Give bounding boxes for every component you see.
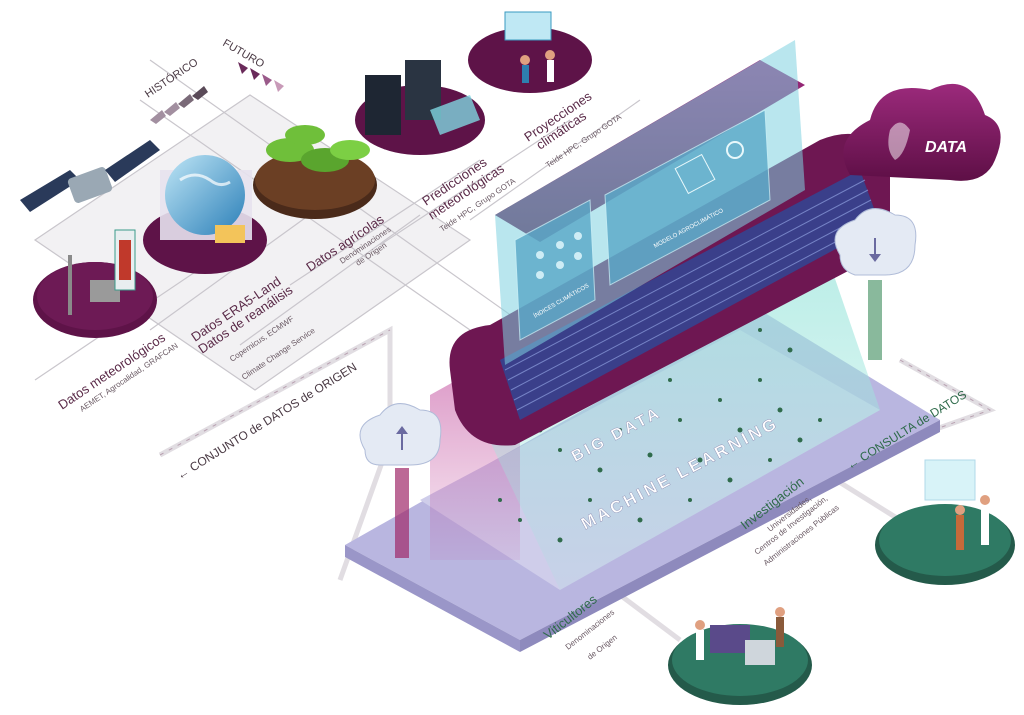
modelo-screen — [604, 109, 771, 286]
data-cloud-icon — [843, 83, 1001, 181]
winery-disc-icon — [668, 607, 812, 705]
upload-cloud-icon — [359, 403, 442, 558]
climate-projection-icon — [468, 11, 592, 93]
futuro-arrows — [238, 62, 284, 92]
vineyard-icon — [253, 125, 377, 219]
historico-label: HISTÓRICO — [142, 55, 200, 100]
data-cloud-logo: DATA — [925, 139, 967, 156]
datacenter-icon — [355, 60, 485, 155]
indices-screen — [514, 199, 596, 341]
historico-arrows — [150, 86, 208, 124]
globe-icon — [143, 155, 267, 274]
viticultores-sub2: de Origen — [586, 633, 619, 662]
weather-station-icon — [33, 229, 157, 338]
download-cloud-icon — [834, 208, 917, 360]
research-disc-icon — [875, 459, 1015, 585]
satellite-icon — [20, 140, 160, 212]
ml-particles — [498, 328, 822, 543]
teal-beam — [480, 235, 880, 590]
source-1-title: Datos meteorológicos — [55, 329, 168, 412]
